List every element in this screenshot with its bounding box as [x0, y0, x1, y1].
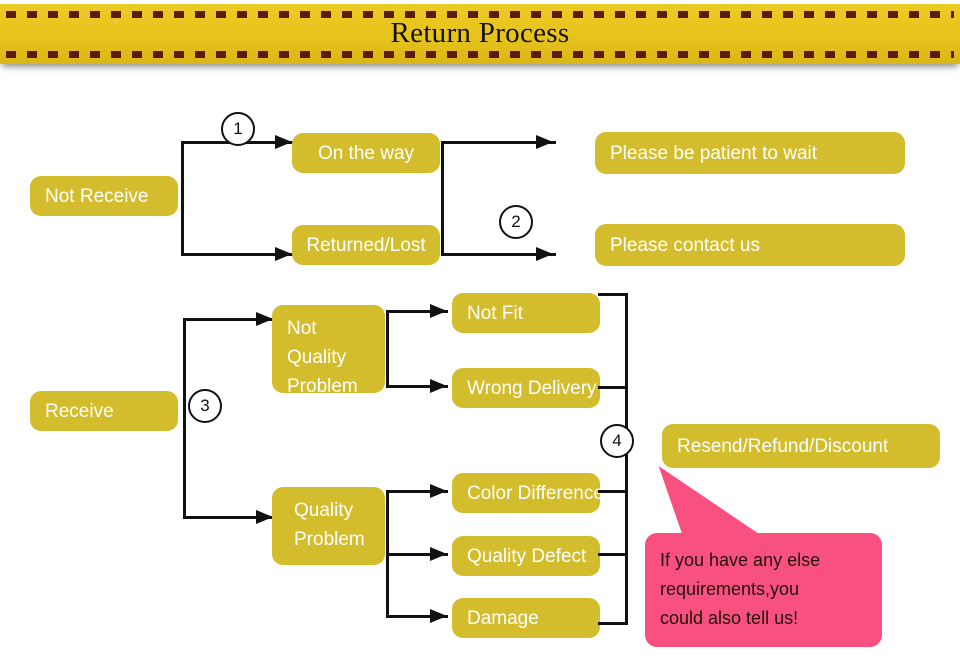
arrowhead-color-difference: [430, 484, 447, 498]
node-quality-problem-line-2: Problem: [294, 529, 365, 550]
connector-merge-color-difference: [598, 490, 628, 493]
node-returned-lost[interactable]: Returned/Lost: [292, 225, 440, 265]
arrowhead-wait-result: [536, 135, 553, 149]
node-color-difference[interactable]: Color Difference: [452, 473, 604, 513]
callout-text: If you have any else requirements,you co…: [660, 546, 870, 633]
connector-to-not-fit: [386, 310, 448, 313]
arrowhead-quality-problem: [256, 510, 273, 524]
node-not-quality-problem[interactable]: Not Quality Problem: [272, 305, 385, 397]
page-title: Return Process: [390, 17, 570, 49]
connector-to-quality-defect: [386, 553, 448, 556]
node-quality-problem-line-1: Quality: [294, 500, 354, 521]
marker-3: 3: [188, 389, 222, 423]
connector-merge-not-fit: [598, 293, 628, 296]
arrowhead-damage: [430, 609, 447, 623]
arrowhead-quality-defect: [430, 547, 447, 561]
connector-to-contact-result: [441, 253, 556, 256]
arrowhead-not-quality-problem: [256, 312, 273, 326]
arrowhead-wrong-delivery: [430, 379, 447, 393]
arrowhead-returned-lost: [275, 247, 292, 261]
connector-to-color-difference: [386, 490, 448, 493]
callout-tail: [658, 466, 762, 536]
connector-issues-merge-bus: [625, 293, 628, 625]
connector-states-merge: [441, 141, 444, 253]
node-not-quality-problem-line-3: Problem: [287, 376, 358, 397]
arrowhead-on-the-way: [275, 135, 292, 149]
connector-not-receive-split: [181, 141, 184, 256]
marker-2: 2: [499, 205, 533, 239]
connector-receive-split: [183, 318, 186, 519]
banner-dashed-line-bottom: [6, 51, 954, 58]
connector-to-not-quality-problem: [183, 318, 278, 321]
marker-1: 1: [221, 112, 255, 146]
connector-to-returned-lost: [181, 253, 296, 256]
connector-merge-damage: [598, 622, 628, 625]
node-damage[interactable]: Damage: [452, 598, 600, 638]
banner-dashed-line-top: [6, 11, 954, 18]
node-not-quality-problem-line-2: Quality: [287, 347, 347, 368]
node-on-the-way[interactable]: On the way: [292, 133, 440, 173]
node-wrong-delivery[interactable]: Wrong Delivery: [452, 368, 600, 408]
callout-bubble[interactable]: If you have any else requirements,you co…: [645, 533, 882, 647]
callout-line-1: If you have any else: [660, 550, 821, 570]
callout-line-2: requirements,you: [660, 579, 800, 599]
node-not-quality-problem-line-1: Not: [287, 318, 317, 339]
arrowhead-not-fit: [430, 304, 447, 318]
node-not-receive[interactable]: Not Receive: [30, 176, 178, 216]
node-receive[interactable]: Receive: [30, 391, 178, 431]
node-please-be-patient-to-wait[interactable]: Please be patient to wait: [595, 132, 905, 174]
arrowhead-contact-result: [536, 247, 553, 261]
node-quality-problem[interactable]: Quality Problem: [272, 487, 385, 565]
node-resend-refund-discount[interactable]: Resend/Refund/Discount: [662, 424, 940, 468]
node-quality-defect[interactable]: Quality Defect: [452, 536, 600, 576]
connector-to-wrong-delivery: [386, 385, 448, 388]
node-please-contact-us[interactable]: Please contact us: [595, 224, 905, 266]
header-banner: Return Process: [0, 4, 960, 64]
connector-to-wait-result: [441, 141, 556, 144]
connector-not-quality-fanout: [386, 310, 389, 388]
node-not-fit[interactable]: Not Fit: [452, 293, 600, 333]
marker-4: 4: [600, 424, 634, 458]
connector-to-damage: [386, 615, 448, 618]
connector-merge-quality-defect: [598, 553, 628, 556]
callout-line-3: could also tell us!: [660, 608, 799, 628]
connector-to-quality-problem: [183, 516, 278, 519]
connector-merge-wrong-delivery: [598, 386, 628, 389]
